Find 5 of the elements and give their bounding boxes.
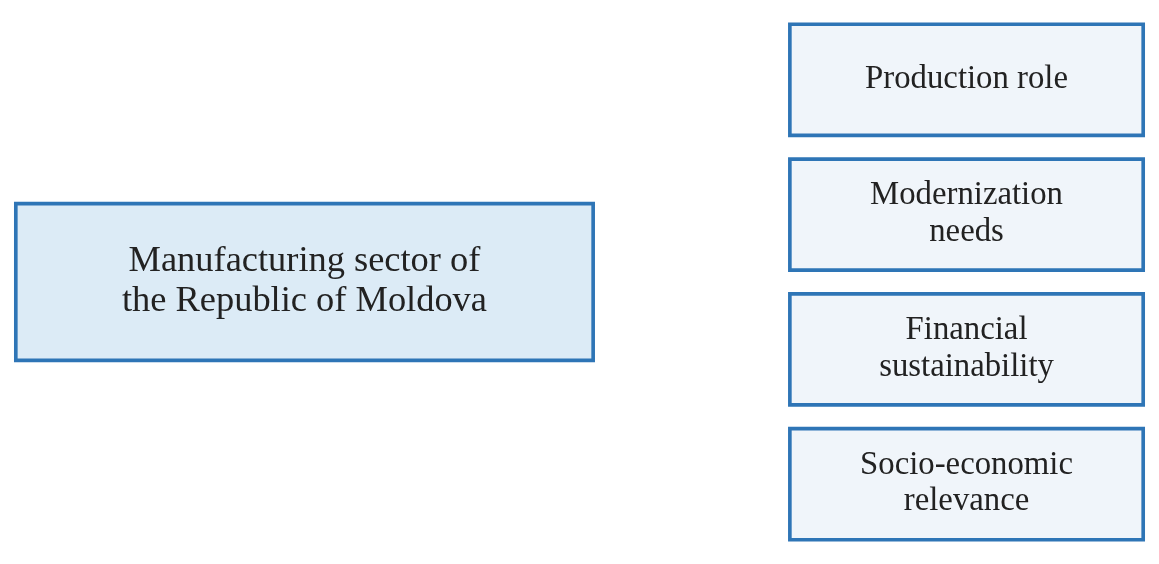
node-box: Manufacturing sector of the Republic of Moldova — [14, 201, 595, 363]
node-box: Production role — [788, 22, 1145, 138]
node-box: Financial sustainability — [788, 292, 1145, 407]
node-box: Modernization needs — [788, 157, 1145, 272]
node-box: Socio-economic relevance — [788, 426, 1145, 542]
